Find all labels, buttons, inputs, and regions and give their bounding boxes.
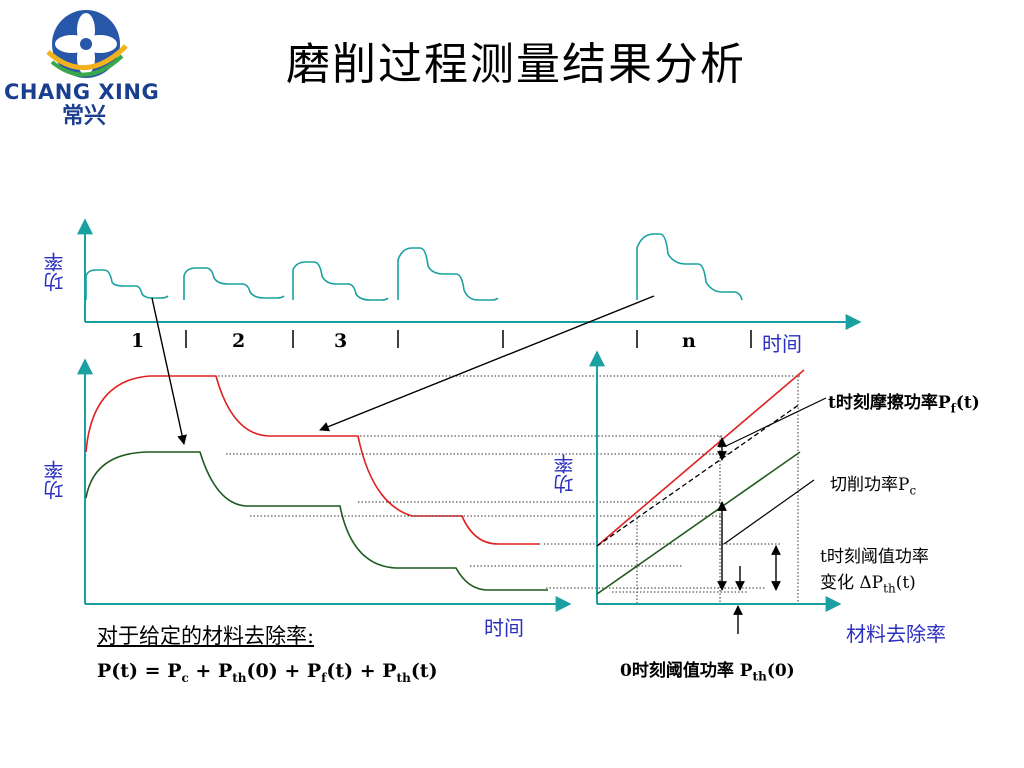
logo-text-en: CHANG XING	[4, 80, 160, 104]
right-chart-axes	[589, 350, 842, 612]
top-curve-n	[636, 233, 743, 301]
top-curve-3	[292, 261, 389, 301]
formula-heading: 对于给定的材料去除率:	[97, 624, 315, 648]
left-chart-x-label: 时间	[484, 616, 524, 640]
top-curve-4	[397, 247, 499, 301]
right-red-line	[596, 369, 805, 547]
leader-lines	[723, 397, 827, 545]
right-dashed-line	[596, 403, 801, 547]
segment-label-n: n	[682, 330, 696, 352]
right-chart-y-label: 功率	[553, 454, 577, 494]
right-chart-x-label: 材料去除率	[846, 622, 946, 646]
top-chart-y-label: 功率	[43, 252, 67, 292]
top-chart-axes	[77, 218, 862, 330]
measure-arrows	[717, 437, 781, 634]
left-chart-axes	[77, 358, 572, 612]
connector-arrow-2	[319, 295, 655, 432]
left-red-curve	[85, 375, 540, 545]
formula: P(t) = Pc + Pth(0) + Pf(t) + Pth(t)	[97, 660, 438, 685]
left-green-curve	[85, 451, 548, 591]
connector-arrow-1	[151, 297, 187, 445]
guide-lines	[218, 375, 800, 604]
left-chart-y-label: 功率	[43, 460, 67, 500]
page-title: 磨削过程测量结果分析	[286, 39, 746, 90]
segment-label-2: 2	[232, 330, 246, 352]
cutting-power-label: 切削功率Pc	[830, 475, 917, 498]
segment-label-1: 1	[131, 330, 145, 352]
top-chart-x-label: 时间	[762, 332, 802, 356]
logo-text-zh: 常兴	[62, 104, 107, 129]
right-green-line	[596, 451, 801, 595]
top-chart-separators	[185, 330, 752, 348]
segment-label-3: 3	[334, 330, 348, 352]
threshold-zero-label: 0时刻阈值功率 Pth(0)	[620, 661, 795, 684]
friction-power-label: t时刻摩擦功率Pf(t)	[828, 393, 980, 416]
threshold-change-label-line1: t时刻阈值功率	[820, 547, 929, 567]
top-curve-1	[85, 269, 169, 300]
top-curve-2	[183, 267, 285, 300]
top-chart-curves	[85, 233, 743, 301]
threshold-change-label-line2: 变化 ΔPth(t)	[820, 573, 916, 596]
